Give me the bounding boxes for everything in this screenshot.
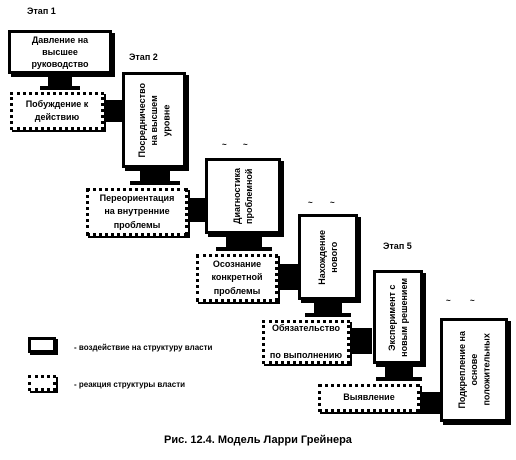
scan-mark: ~	[330, 198, 335, 207]
legend-solid-text: - воздействие на структуру власти	[74, 343, 213, 352]
stage-6-box: Подкрепление на основе положительных	[440, 318, 508, 422]
scan-mark: ~	[222, 140, 227, 149]
legend-solid-swatch	[28, 337, 56, 353]
stage-5-text: Эксперимент с новым решением	[386, 277, 409, 357]
scan-mark: ~	[446, 296, 451, 305]
reaction-4-box: Обязательство по выполнению	[262, 320, 350, 364]
connector	[188, 198, 208, 222]
connector	[130, 181, 180, 185]
connector	[305, 313, 351, 317]
connector	[385, 366, 413, 378]
stage-5-label: Этап 5	[383, 241, 412, 251]
reaction-1-text: Побуждение к действию	[25, 98, 89, 122]
stage-3-text: Диагностика проблемной	[231, 168, 254, 224]
stage-3-box: Диагностика проблемной	[205, 158, 281, 234]
connector	[40, 86, 80, 90]
reaction-3-box: Осознание конкретной проблемы	[196, 254, 278, 302]
reaction-3-text: Осознание конкретной проблемы	[211, 259, 263, 296]
connector	[376, 377, 422, 381]
connector	[226, 236, 262, 248]
connector	[104, 100, 124, 122]
connector	[278, 264, 300, 290]
scan-mark: ~	[470, 296, 475, 305]
stage-1-box: Давление на высшее руководство	[8, 30, 112, 74]
stage-2-label: Этап 2	[129, 52, 158, 62]
stage-2-box: Посредничество на высшем уровне	[122, 72, 186, 168]
connector	[420, 392, 442, 414]
reaction-5-box: Выявление	[318, 384, 420, 412]
stage-5-box: Эксперимент с новым решением	[373, 270, 423, 364]
stage-6-text: Подкрепление на основе положительных	[456, 331, 492, 409]
connector	[314, 302, 342, 314]
reaction-1-box: Побуждение к действию	[10, 92, 104, 130]
reaction-2-text: Переориентация на внутренние проблемы	[99, 193, 175, 230]
legend-dotted-text: - реакция структуры власти	[74, 380, 186, 389]
reaction-2-box: Переориентация на внутренние проблемы	[86, 188, 188, 236]
stage-2-text: Посредничество на высшем уровне	[136, 82, 172, 158]
connector	[350, 328, 372, 354]
legend-dotted-swatch	[28, 375, 56, 391]
stage-1-label: Этап 1	[27, 6, 56, 16]
connector	[140, 170, 170, 182]
connector	[48, 77, 72, 87]
stage-4-box: Нахождение нового	[298, 214, 358, 300]
reaction-5-text: Выявление	[343, 392, 395, 403]
scan-mark: ~	[243, 140, 248, 149]
stage-1-text: Давление на высшее руководство	[31, 34, 89, 70]
connector	[216, 247, 272, 251]
figure-caption: Рис. 12.4. Модель Ларри Грейнера	[164, 434, 352, 446]
stage-4-text: Нахождение нового	[316, 229, 339, 285]
reaction-4-text: Обязательство по выполнению	[269, 323, 343, 360]
scan-mark: ~	[308, 198, 313, 207]
